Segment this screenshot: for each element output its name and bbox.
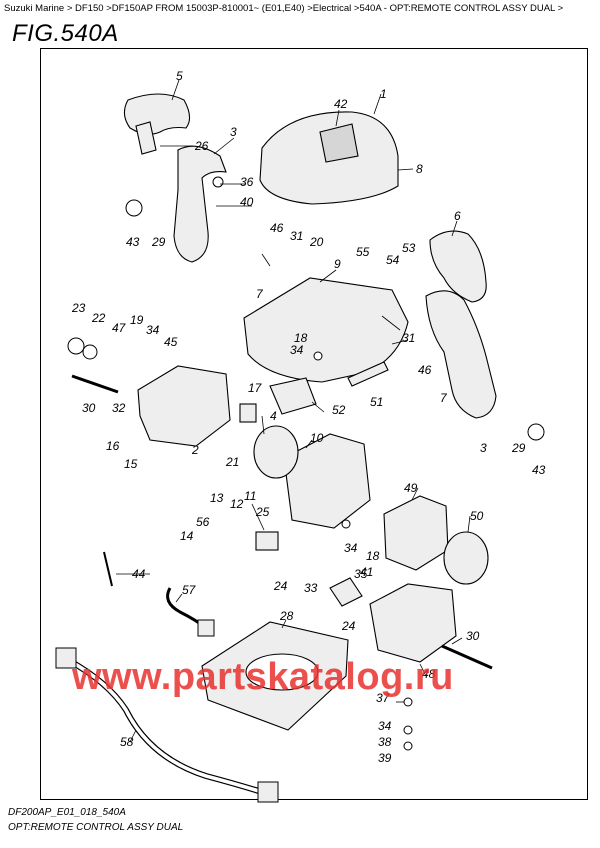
- callout-42: 42: [334, 97, 348, 111]
- callout-29: 29: [151, 235, 166, 249]
- callout-48: 48: [422, 667, 436, 681]
- callout-44: 44: [132, 567, 146, 581]
- callout-24: 24: [273, 579, 288, 593]
- callout-58: 58: [120, 735, 134, 749]
- callout-16: 16: [106, 439, 120, 453]
- part-lever-arm-right: [425, 290, 497, 419]
- callout-57: 57: [182, 583, 197, 597]
- callout-15: 15: [124, 457, 138, 471]
- callout-21: 21: [225, 455, 239, 469]
- part-connector-25: [255, 531, 279, 551]
- callout-53: 53: [402, 241, 416, 255]
- callout-1: 1: [380, 87, 387, 101]
- part-bracket-49: [383, 495, 449, 571]
- callout-38: 38: [378, 735, 392, 749]
- callout-18: 18: [294, 331, 308, 345]
- callout-24: 24: [341, 619, 356, 633]
- part-sensor-24: [329, 577, 363, 607]
- callout-30: 30: [82, 401, 96, 415]
- part-lever-handle-right: [429, 230, 487, 303]
- callout-11: 11: [244, 489, 256, 503]
- callout-13: 13: [210, 491, 224, 505]
- callout-54: 54: [386, 253, 400, 267]
- harness-connector-a: [55, 647, 77, 669]
- callout-29: 29: [511, 441, 526, 455]
- breadcrumb: Suzuki Marine > DF150 >DF150AP FROM 1500…: [4, 3, 564, 14]
- part-base-block: [137, 365, 231, 447]
- callout-3: 3: [230, 125, 237, 139]
- watermark: www.partskatalog.ru: [72, 656, 454, 698]
- callout-7: 7: [440, 391, 448, 405]
- callout-26: 26: [194, 139, 209, 153]
- callout-31: 31: [290, 229, 303, 243]
- callout-51: 51: [370, 395, 383, 409]
- part-bracket-10: [283, 433, 371, 529]
- part-handle-switch: [135, 121, 157, 155]
- part-bar-51: [347, 361, 389, 387]
- callout-45: 45: [164, 335, 178, 349]
- part-gear-4: [253, 425, 299, 479]
- callout-40: 40: [240, 195, 254, 209]
- callout-46: 46: [270, 221, 284, 235]
- callout-46: 46: [418, 363, 432, 377]
- callout-43: 43: [126, 235, 140, 249]
- footer-title: OPT:REMOTE CONTROL ASSY DUAL: [8, 822, 184, 833]
- tie-wrap-44: [103, 551, 113, 587]
- callout-10: 10: [310, 431, 324, 445]
- part-cover-insert: [319, 123, 359, 163]
- part-lever-arm-left: [173, 145, 227, 263]
- diagram-frame: [40, 48, 588, 800]
- callout-34: 34: [146, 323, 160, 337]
- callout-50: 50: [470, 509, 484, 523]
- callout-28: 28: [279, 609, 294, 623]
- callout-34: 34: [378, 719, 392, 733]
- callout-32: 32: [112, 401, 126, 415]
- callout-36: 36: [240, 175, 254, 189]
- callout-6: 6: [454, 209, 461, 223]
- callout-55: 55: [356, 245, 370, 259]
- callout-25: 25: [255, 505, 270, 519]
- callout-8: 8: [416, 162, 423, 176]
- callout-49: 49: [404, 481, 418, 495]
- figure-title: FIG.540A: [12, 20, 119, 47]
- callout-35: 35: [354, 567, 368, 581]
- callout-3: 3: [480, 441, 487, 455]
- callout-4: 4: [270, 409, 277, 423]
- callout-37: 37: [376, 691, 391, 705]
- callout-22: 22: [91, 311, 106, 325]
- part-block-17: [239, 403, 257, 423]
- callout-43: 43: [532, 463, 546, 477]
- bolt-30-right: [441, 644, 493, 670]
- callout-52: 52: [332, 403, 346, 417]
- callout-2: 2: [191, 443, 199, 457]
- callout-47: 47: [112, 321, 127, 335]
- callout-7: 7: [256, 287, 264, 301]
- part-lever-handle-left: [123, 93, 191, 135]
- callout-33: 33: [304, 581, 318, 595]
- part-gasket-hole: [245, 653, 319, 691]
- callout-9: 9: [334, 257, 341, 271]
- callout-41: 41: [360, 565, 373, 579]
- part-gear-50: [443, 531, 489, 585]
- callout-17: 17: [248, 381, 263, 395]
- callout-12: 12: [230, 497, 244, 511]
- callout-5: 5: [176, 69, 183, 83]
- harness-connector-b: [257, 781, 279, 803]
- callout-14: 14: [180, 529, 194, 543]
- bolt-30-left: [71, 374, 119, 394]
- callout-20: 20: [309, 235, 324, 249]
- callout-23: 23: [71, 301, 86, 315]
- callout-31: 31: [402, 331, 415, 345]
- callout-34: 34: [344, 541, 358, 555]
- part-lower-block: [369, 583, 457, 663]
- callout-30: 30: [466, 629, 480, 643]
- part-plate-52: [269, 377, 317, 415]
- footer-code: DF200AP_E01_018_540A: [8, 807, 126, 818]
- callout-34: 34: [290, 343, 304, 357]
- callout-18: 18: [366, 549, 380, 563]
- callout-19: 19: [130, 313, 144, 327]
- callout-56: 56: [196, 515, 210, 529]
- callout-39: 39: [378, 751, 392, 765]
